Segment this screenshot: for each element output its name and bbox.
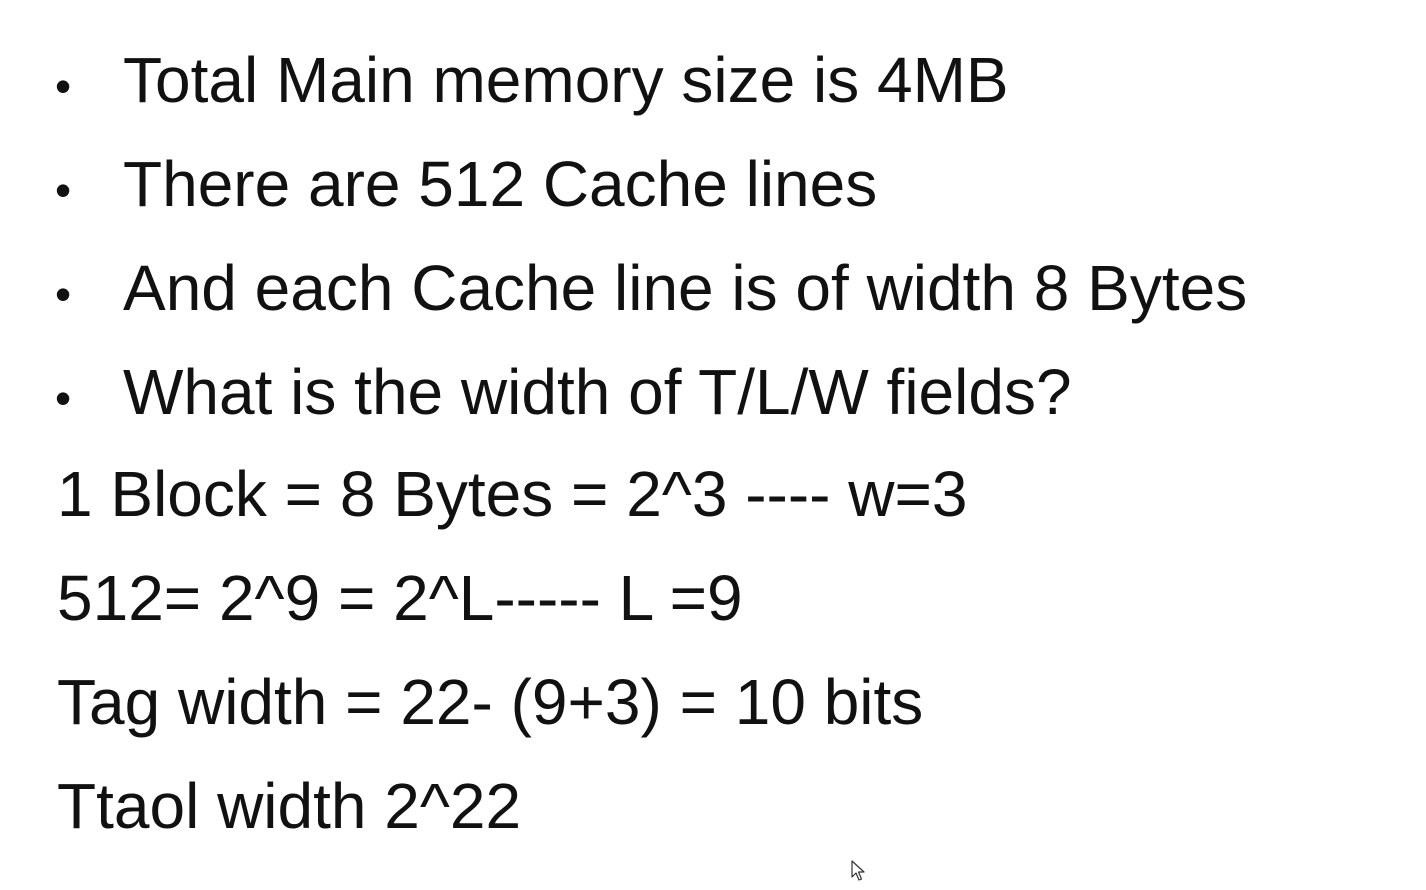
bullet-item: • What is the width of T/L/W fields? — [55, 350, 1247, 454]
bullet-list: • Total Main memory size is 4MB • There … — [55, 38, 1247, 454]
bullet-dot-icon: • — [55, 268, 72, 320]
bullet-text: What is the width of T/L/W fields? — [123, 356, 1072, 428]
bullet-dot-icon: • — [55, 164, 72, 216]
solution-line-tag-width: Tag width = 22- (9+3) = 10 bits — [57, 666, 924, 738]
bullet-text: There are 512 Cache lines — [123, 148, 878, 220]
mouse-pointer-icon — [851, 860, 865, 881]
bullet-text: Total Main memory size is 4MB — [123, 44, 1009, 116]
bullet-dot-icon: • — [55, 372, 72, 424]
bullet-text: And each Cache line is of width 8 Bytes — [123, 252, 1248, 324]
solution-line-lines: 512= 2^9 = 2^L----- L =9 — [57, 562, 743, 634]
solution-line-total-width: Ttaol width 2^22 — [57, 770, 522, 842]
bullet-item: • And each Cache line is of width 8 Byte… — [55, 246, 1247, 350]
bullet-item: • There are 512 Cache lines — [55, 142, 1247, 246]
worked-solution: 1 Block = 8 Bytes = 2^3 ---- w=3 512= 2^… — [57, 452, 967, 868]
solution-line-block-size: 1 Block = 8 Bytes = 2^3 ---- w=3 — [57, 458, 968, 530]
bullet-item: • Total Main memory size is 4MB — [55, 38, 1247, 142]
bullet-dot-icon: • — [55, 60, 72, 112]
